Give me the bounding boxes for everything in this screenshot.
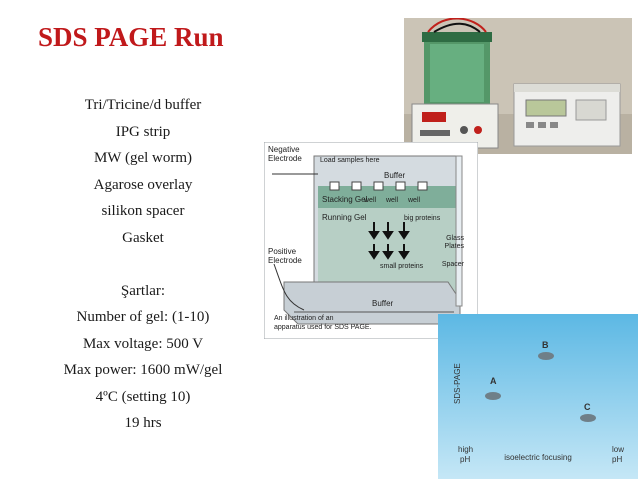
list-item: Gasket <box>122 229 164 246</box>
running-gel-label: Running Gel <box>322 213 367 222</box>
caption-line-2: apparatus used for SDS PAGE. <box>274 324 372 331</box>
spot-b <box>538 352 554 360</box>
negative-electrode-label-2: Electrode <box>268 154 302 163</box>
condition-item: 4ºC (setting 10) <box>95 388 191 405</box>
list-item: Tri/Tricine/d buffer <box>84 97 202 113</box>
condition-item: Max voltage: 500 V <box>82 335 204 352</box>
caption-line-1: An illustration of an <box>274 315 334 322</box>
slide-title: SDS PAGE Run <box>38 22 224 52</box>
spot-a-label: A <box>490 376 497 386</box>
low-label: low <box>612 445 624 454</box>
big-proteins-label: big proteins <box>404 215 441 222</box>
list-item: MW (gel worm) <box>93 150 193 166</box>
list-item: Agarose overlay <box>93 176 193 193</box>
well-label: well <box>363 197 377 204</box>
glass-plates-label-2: Plates <box>445 243 465 250</box>
spot-c <box>580 414 596 422</box>
x-axis-label: isoelectric focusing <box>504 453 572 462</box>
negative-electrode-label: Negative <box>268 145 300 154</box>
spacer <box>28 251 258 278</box>
two-d-gel-figure: A B C SDS-PAGE high pH isoelectric focus… <box>438 314 638 479</box>
high-label: high <box>458 445 473 454</box>
glass-plates-label: Glass <box>446 235 464 242</box>
spot-c-label: C <box>584 402 591 412</box>
content-list: Tri/Tricine/d buffer IPG strip MW (gel w… <box>28 92 258 437</box>
ph-right-label: pH <box>612 455 622 464</box>
y-axis-label: SDS-PAGE <box>453 363 462 404</box>
positive-electrode-label-2: Electrode <box>268 256 302 265</box>
well-label: well <box>385 197 399 204</box>
list-item: IPG strip <box>115 123 171 140</box>
load-samples-label: Load samples here <box>320 157 380 164</box>
positive-electrode-label: Positive <box>268 247 297 256</box>
list-item: silikon spacer <box>101 203 185 219</box>
buffer-top-label: Buffer <box>384 171 406 180</box>
condition-item: Number of gel: (1-10) <box>76 309 210 325</box>
ph-left-label: pH <box>460 455 470 464</box>
condition-item: 19 hrs <box>124 415 162 431</box>
buffer-bottom-label: Buffer <box>372 299 394 308</box>
spot-a <box>485 392 501 400</box>
apparatus-diagram: Negative Electrode Load samples here Buf… <box>264 142 478 339</box>
equipment-photo <box>404 18 632 154</box>
conditions-heading: Şartlar: <box>120 282 166 299</box>
spot-b-label: B <box>542 340 549 350</box>
well-label: well <box>407 197 421 204</box>
condition-item: Max power: 1600 mW/gel <box>63 362 223 378</box>
small-proteins-label: small proteins <box>380 263 424 270</box>
stacking-gel-label: Stacking Gel <box>322 195 368 204</box>
spacer-label: Spacer <box>442 261 465 268</box>
